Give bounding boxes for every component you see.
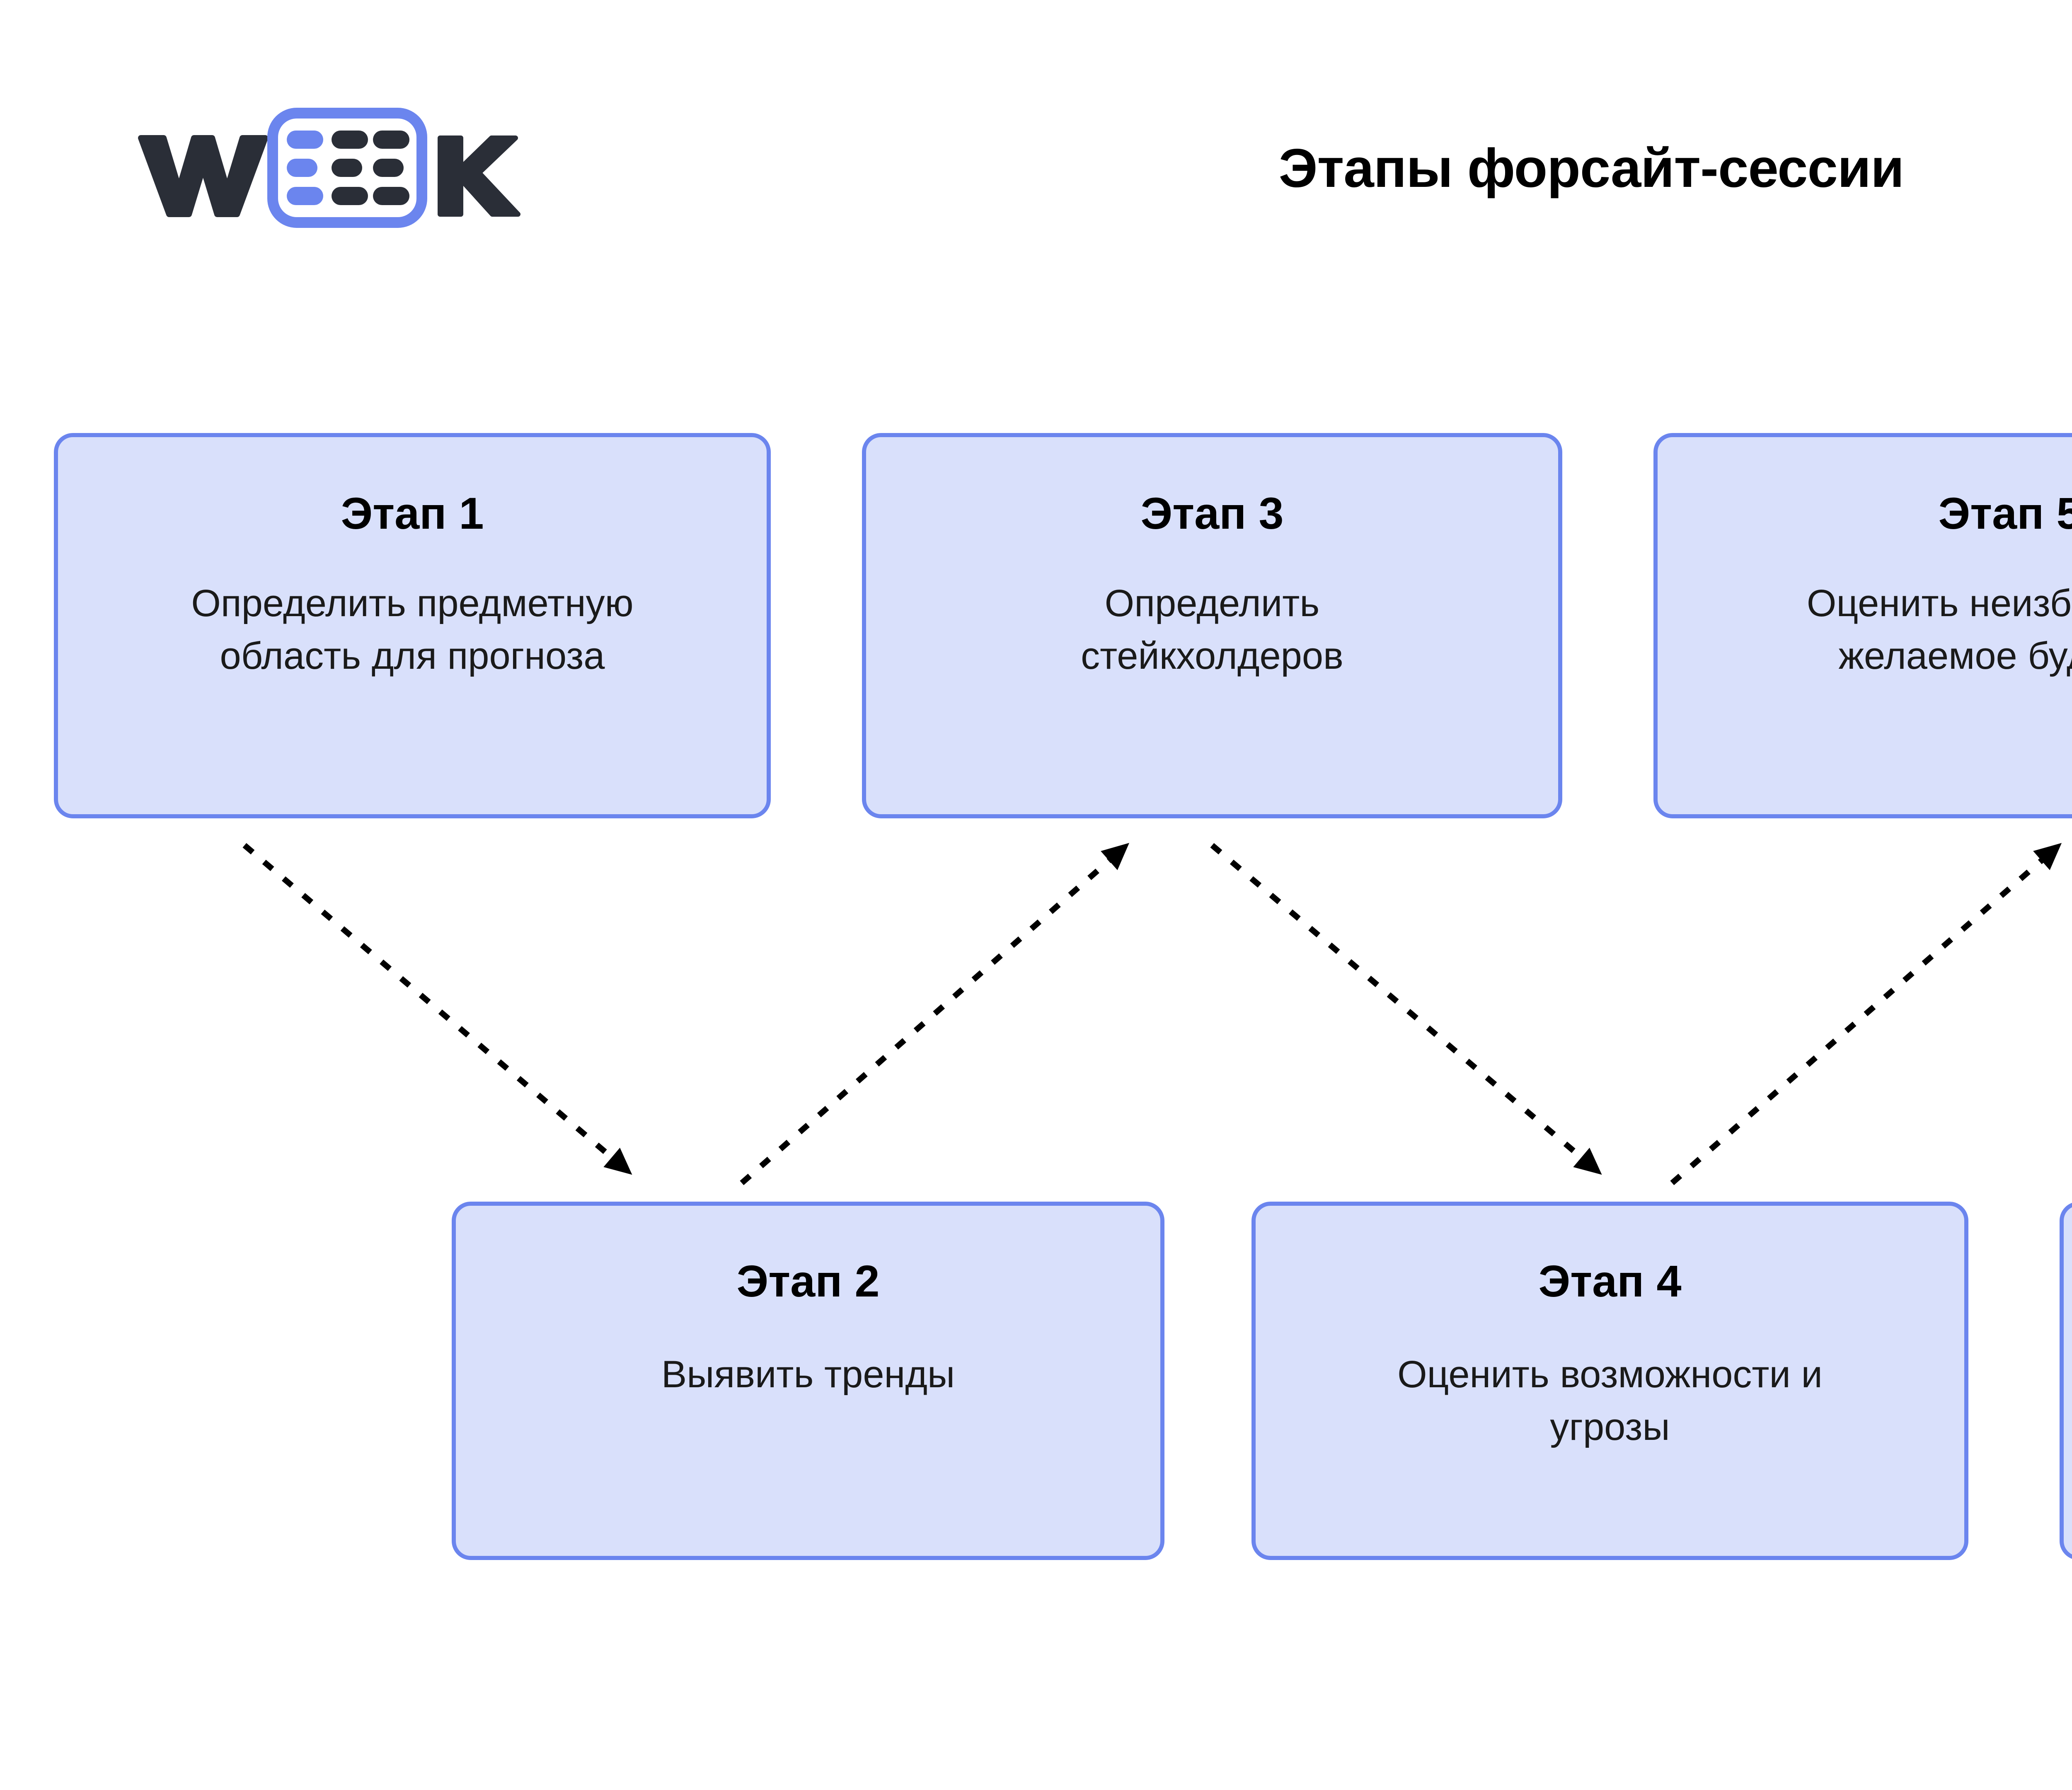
connector-2-3 — [740, 843, 1130, 1185]
stage-card-1[interactable]: Этап 1 Определить предметную область для… — [54, 433, 771, 818]
connector-3-4 — [1210, 843, 1602, 1175]
stage-card-3-desc: Определить стейкхолдеров — [1081, 582, 1343, 677]
stage-card-4-desc: Оценить возможности и угрозы — [1397, 1353, 1823, 1448]
stage-card-1-desc: Определить предметную область для прогно… — [191, 582, 634, 677]
stage-card-3[interactable]: Этап 3 Определить стейкхолдеров — [862, 433, 1562, 818]
stage-card-3-title: Этап 3 — [1140, 488, 1284, 538]
logo-letter-w-shape — [138, 135, 268, 217]
stage-card-1-title: Этап 1 — [341, 488, 484, 538]
weeek-logo[interactable] — [124, 106, 530, 230]
stage-card-2-title: Этап 2 — [736, 1256, 880, 1306]
stage-card-4-title: Этап 4 — [1538, 1256, 1682, 1306]
stage-card-6[interactable]: Этап 6 Разработать модели и поведения — [2060, 1202, 2072, 1560]
page-title: Этапы форсайт-сессии — [1278, 138, 1905, 198]
connector-1-2 — [242, 843, 632, 1175]
stage-card-2-desc: Выявить тренды — [661, 1353, 955, 1396]
stage-card-5-title: Этап 5 — [1938, 488, 2072, 538]
stage-card-4[interactable]: Этап 4 Оценить возможности и угрозы — [1251, 1202, 1968, 1560]
stage-card-5-desc: Оценить неизбежное и желаемое будущее — [1806, 582, 2072, 677]
stage-card-2[interactable]: Этап 2 Выявить тренды — [452, 1202, 1164, 1560]
stage-card-5[interactable]: Этап 5 Оценить неизбежное и желаемое буд… — [1653, 433, 2072, 818]
connector-4-5 — [1670, 843, 2062, 1185]
logo-letter-k-shape — [438, 135, 520, 217]
